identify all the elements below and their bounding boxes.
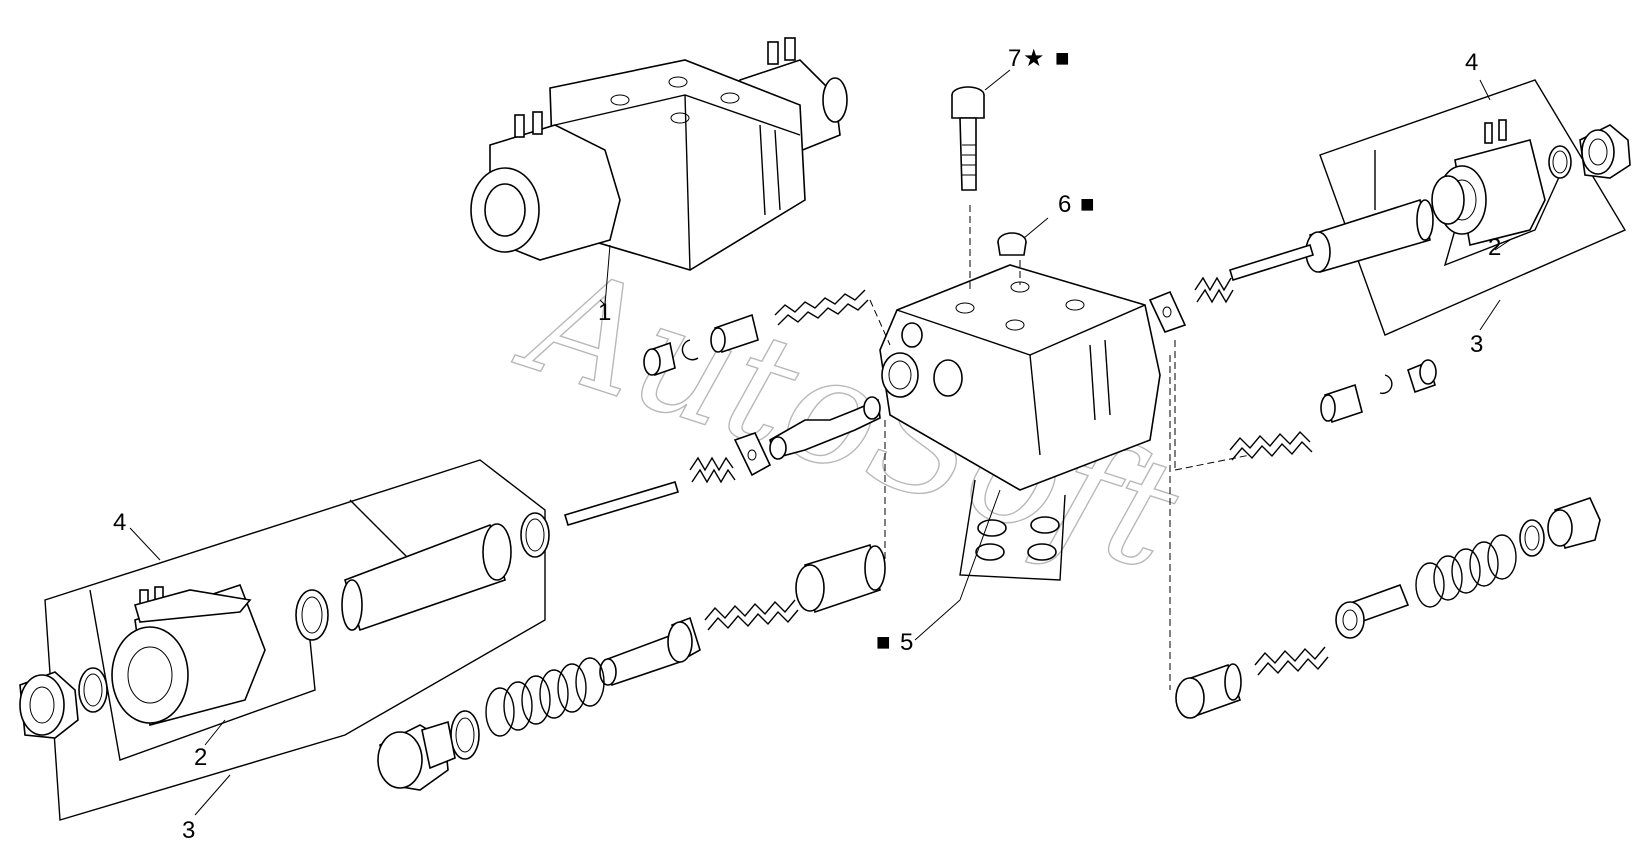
- label-part-3-right: 3: [1470, 331, 1483, 358]
- lower-right-relief-parts: [1169, 355, 1601, 719]
- bolt-part-7: [951, 69, 1011, 290]
- label-part-6-symbol: ■: [1080, 191, 1095, 218]
- plug-part-6: [997, 217, 1049, 285]
- label-part-3-left: 3: [182, 817, 195, 844]
- label-part-6: 6: [1058, 191, 1071, 218]
- right-solenoid-group: [1148, 79, 1631, 471]
- label-part-2-right: 2: [1488, 234, 1501, 261]
- left-solenoid-group: [19, 459, 550, 821]
- label-part-7: 7: [1008, 45, 1021, 72]
- right-middle-spring-parts: [1229, 359, 1437, 461]
- label-part-7-symbol: ■: [1055, 45, 1070, 72]
- label-part-4-left: 4: [113, 509, 126, 536]
- lower-left-relief-parts: [377, 543, 886, 791]
- label-part-5: 5: [900, 629, 913, 656]
- label-part-7-star: ★: [1023, 45, 1045, 72]
- label-part-1: 1: [598, 299, 611, 326]
- label-part-5-symbol: ■: [876, 629, 891, 656]
- solenoid-valve-part-1: [470, 37, 848, 306]
- label-part-2-left: 2: [194, 744, 207, 771]
- valve-body: [879, 264, 1161, 641]
- label-part-4-right: 4: [1465, 49, 1478, 76]
- upper-left-spring-parts: [564, 289, 891, 560]
